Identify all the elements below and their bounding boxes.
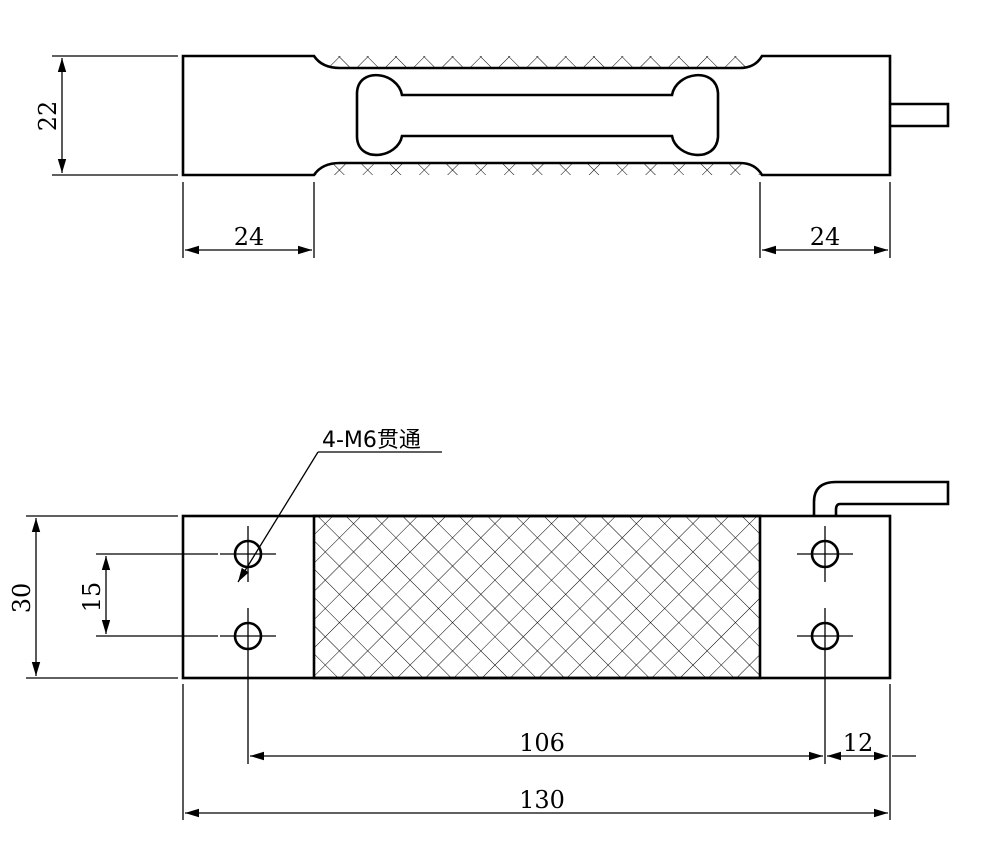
side-height-dim: 22 bbox=[34, 101, 62, 132]
hole-spacing-dim: 15 bbox=[78, 582, 106, 613]
side-left-span-dim: 24 bbox=[234, 223, 265, 251]
overall-length-dim: 130 bbox=[519, 786, 565, 814]
bottom-gauge-hatch bbox=[314, 163, 762, 175]
hole-pitch-dim: 106 bbox=[519, 729, 565, 757]
side-body-outline bbox=[181, 54, 892, 177]
side-view: 22 24 24 bbox=[34, 54, 950, 258]
top-view: 4-M6贯通 30 15 106 12 130 bbox=[8, 428, 950, 820]
top-cable bbox=[812, 480, 950, 516]
top-width-dim: 30 bbox=[8, 583, 36, 614]
edge-offset-dim: 12 bbox=[843, 729, 874, 757]
side-right-span-dim: 24 bbox=[810, 223, 841, 251]
top-gauge-hatch bbox=[314, 56, 762, 68]
side-cable bbox=[890, 102, 950, 128]
top-gauge-hatch bbox=[312, 514, 762, 680]
hole-callout: 4-M6贯通 bbox=[322, 428, 421, 453]
dogbone-cutout bbox=[355, 73, 720, 157]
